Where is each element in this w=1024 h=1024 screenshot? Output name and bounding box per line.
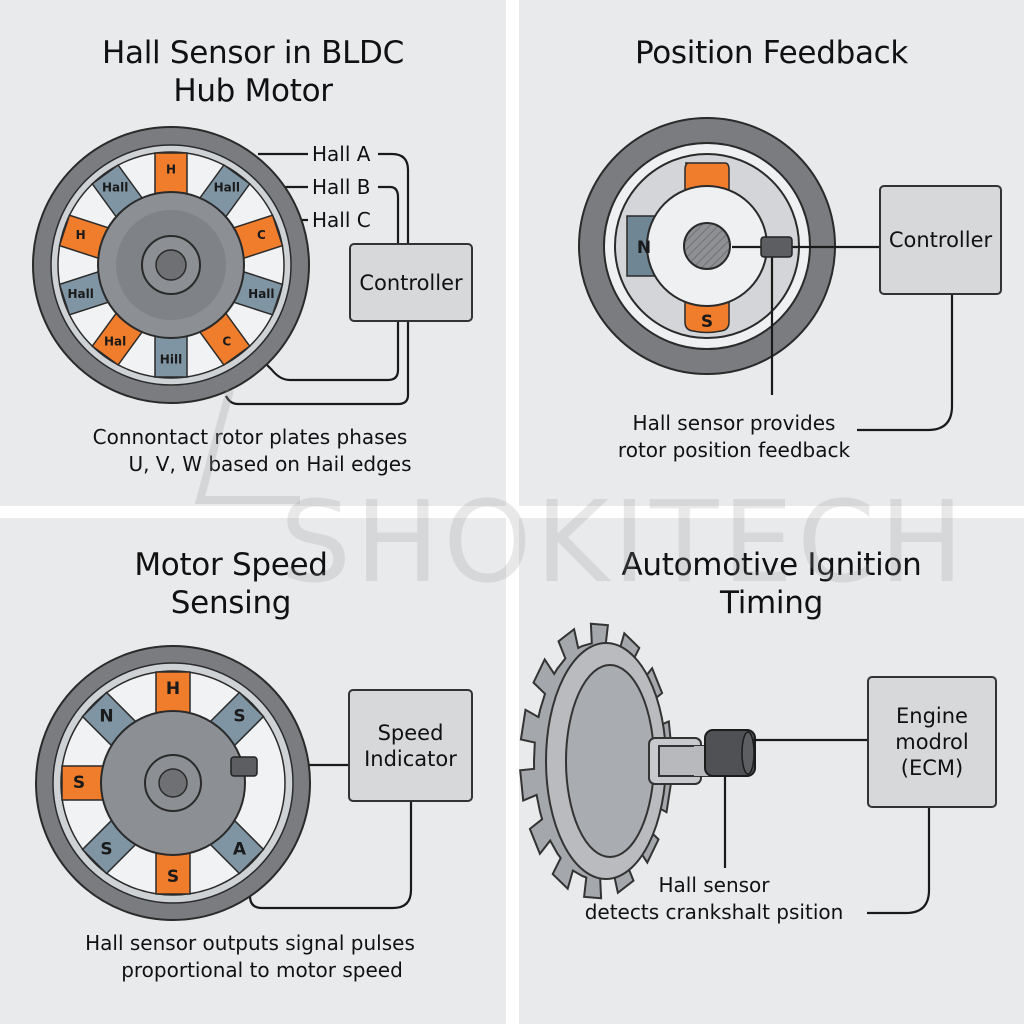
panel-motor-speed-sensing: Motor Speed Sensing H S A S S S N Speed Indica… xyxy=(0,518,506,1024)
panel-position-feedback: Position Feedback N S Controller xyxy=(519,0,1024,506)
slot-label: Hall xyxy=(102,181,128,195)
wire-label-hall-c: Hall C xyxy=(312,208,371,232)
caption-line: Hall sensor xyxy=(658,873,770,897)
controller-return-wire xyxy=(857,294,954,432)
panel-title: Hall Sensor in BLDC Hub Motor xyxy=(0,34,506,110)
panel-title: Automotive Ignition Timing xyxy=(519,546,1024,622)
box-label-line: Speed xyxy=(377,720,444,745)
ignition-timing-diagram xyxy=(519,622,931,915)
title-line: Sensing xyxy=(170,585,292,621)
slot-label: S xyxy=(73,773,85,793)
panel-caption: Hall sensor detects crankshalt psition xyxy=(569,872,859,926)
wire-return xyxy=(248,776,413,910)
slot-label: Hall xyxy=(67,287,93,301)
box-label-line: modrol xyxy=(895,730,969,754)
caption-line: proportional to motor speed xyxy=(121,958,403,982)
controller-box: Controller xyxy=(879,185,1002,295)
gear-inner-face xyxy=(565,664,655,858)
slot-label: Hal xyxy=(104,334,126,348)
ecm-box: Engine modrol (ECM) xyxy=(867,676,997,808)
slot-label: S xyxy=(167,867,179,887)
stator-slot xyxy=(154,330,188,378)
slot-label: C xyxy=(257,228,266,242)
title-line: Motor Speed xyxy=(134,547,328,583)
motor-rotor: H S A S S S N xyxy=(35,645,311,921)
pole-label-s: S xyxy=(701,312,713,332)
panel-title: Position Feedback xyxy=(519,34,1024,72)
ecm-return-wire xyxy=(867,808,931,915)
caption-line: Hall sensor outputs signal pulses xyxy=(85,931,415,955)
caption-line: Connontact rotor plates phases xyxy=(92,425,408,449)
controller-label: Controller xyxy=(359,270,463,295)
panel-title: Motor Speed Sensing xyxy=(0,546,484,622)
pole-label-n: N xyxy=(637,238,651,258)
controller-box: Controller xyxy=(349,243,473,322)
slot-label: Hall xyxy=(248,287,274,301)
controller-label: Controller xyxy=(888,228,993,252)
speed-sensing-diagram: H S A S S S N xyxy=(35,645,413,921)
speed-indicator-box: Speed Indicator xyxy=(348,689,473,802)
panel-ignition-timing: Automotive Ignition Timing Engine modrol… xyxy=(519,518,1024,1024)
panel-caption: Hall sensor provides rotor position feed… xyxy=(589,410,879,464)
wire-label-hall-a: Hall A xyxy=(312,142,371,166)
wire-label-hall-b: Hall B xyxy=(312,175,371,199)
panel-caption: Connontact rotor plates phases U, V, W b… xyxy=(70,424,430,478)
wire-hall-b-to-controller xyxy=(378,185,400,244)
wire-hall-a-to-controller xyxy=(378,152,410,244)
box-label-line: Engine xyxy=(896,704,968,728)
hall-sensor xyxy=(230,756,258,777)
sensor-wires xyxy=(723,738,931,915)
title-line: Automotive Ignition xyxy=(621,547,922,583)
title-line: Hub Motor xyxy=(173,73,333,109)
wire-controller-return-1 xyxy=(261,320,400,382)
slot-label: Hill xyxy=(160,353,182,367)
title-line: Timing xyxy=(720,585,823,621)
caption-line: rotor position feedback xyxy=(617,438,851,462)
caption-line: U, V, W based on Hail edges xyxy=(128,452,412,476)
caption-line: detects crankshalt psition xyxy=(584,900,844,924)
caption-line: Hall sensor provides xyxy=(632,411,836,435)
slot-label: S xyxy=(100,839,112,859)
slot-label: H xyxy=(166,679,180,699)
slot-label: H xyxy=(76,228,86,242)
slot-label: H xyxy=(166,163,176,177)
title-line: Hall Sensor in BLDC xyxy=(102,35,404,71)
crankshaft-gear xyxy=(519,622,673,900)
slot-label: A xyxy=(233,839,247,859)
slot-label: C xyxy=(222,334,231,348)
axle xyxy=(158,768,188,798)
hall-sensor xyxy=(760,236,793,258)
sensor-wires xyxy=(732,245,954,432)
title-line: Position Feedback xyxy=(634,35,909,71)
slot-label: S xyxy=(233,707,245,727)
wire-controller-return-2 xyxy=(225,320,410,406)
shaft xyxy=(683,222,731,270)
slot-label: N xyxy=(99,707,113,727)
slot-label: Hall xyxy=(214,181,240,195)
axle xyxy=(155,249,187,281)
box-label-line: (ECM) xyxy=(900,756,964,780)
position-feedback-diagram: N S xyxy=(578,117,954,432)
hall-wires xyxy=(225,152,410,406)
box-label-line: Indicator xyxy=(364,746,457,771)
panel-caption: Hall sensor outputs signal pulses propor… xyxy=(60,930,440,984)
